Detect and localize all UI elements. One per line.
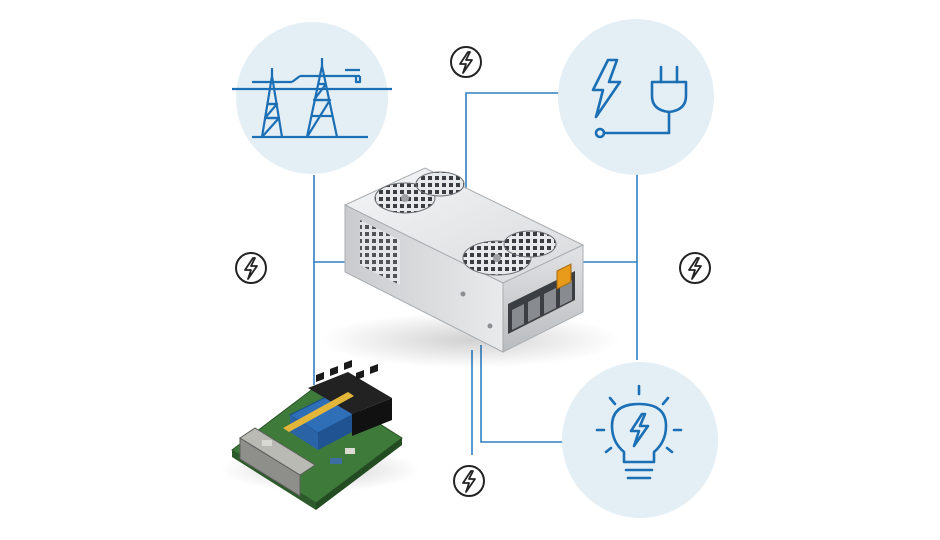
bulb-bolt	[629, 412, 650, 448]
bulb-outline	[610, 402, 668, 464]
psu-top-fans	[374, 171, 557, 276]
lightning-bolt-icon	[462, 470, 476, 493]
lightning-bolt-icon	[244, 257, 258, 280]
plug-cord	[602, 110, 671, 135]
power-grid-node	[232, 22, 392, 174]
line-psu-to-source	[465, 92, 562, 190]
power-source-circle	[558, 19, 714, 175]
pcb-relay-board-image	[220, 360, 420, 510]
transmission-towers-icon	[232, 58, 392, 139]
pcb-terminals	[239, 427, 316, 497]
line-psu-to-lighting	[480, 345, 566, 443]
lightning-plug-icon	[591, 58, 688, 139]
lightning-bolt-icon	[459, 51, 473, 74]
lightning-bolt-icon	[688, 257, 702, 280]
lightning-bolt-shape	[591, 58, 622, 119]
badge-left	[235, 252, 267, 284]
psu-adjust-knob	[556, 263, 572, 290]
badge-right	[679, 252, 711, 284]
power-source-node	[558, 19, 714, 175]
badge-bottom-center	[453, 465, 485, 497]
power-grid-circle	[236, 22, 388, 174]
line-grid-to-psu	[313, 175, 345, 263]
lightbulb-bolt-icon	[595, 384, 683, 480]
badge-top-center	[450, 46, 482, 78]
lighting-node	[562, 362, 718, 518]
pcb-black-connector	[308, 360, 392, 436]
psu-box-image	[320, 167, 620, 368]
lighting-circle	[562, 362, 718, 518]
psu-side-vent	[360, 220, 400, 285]
